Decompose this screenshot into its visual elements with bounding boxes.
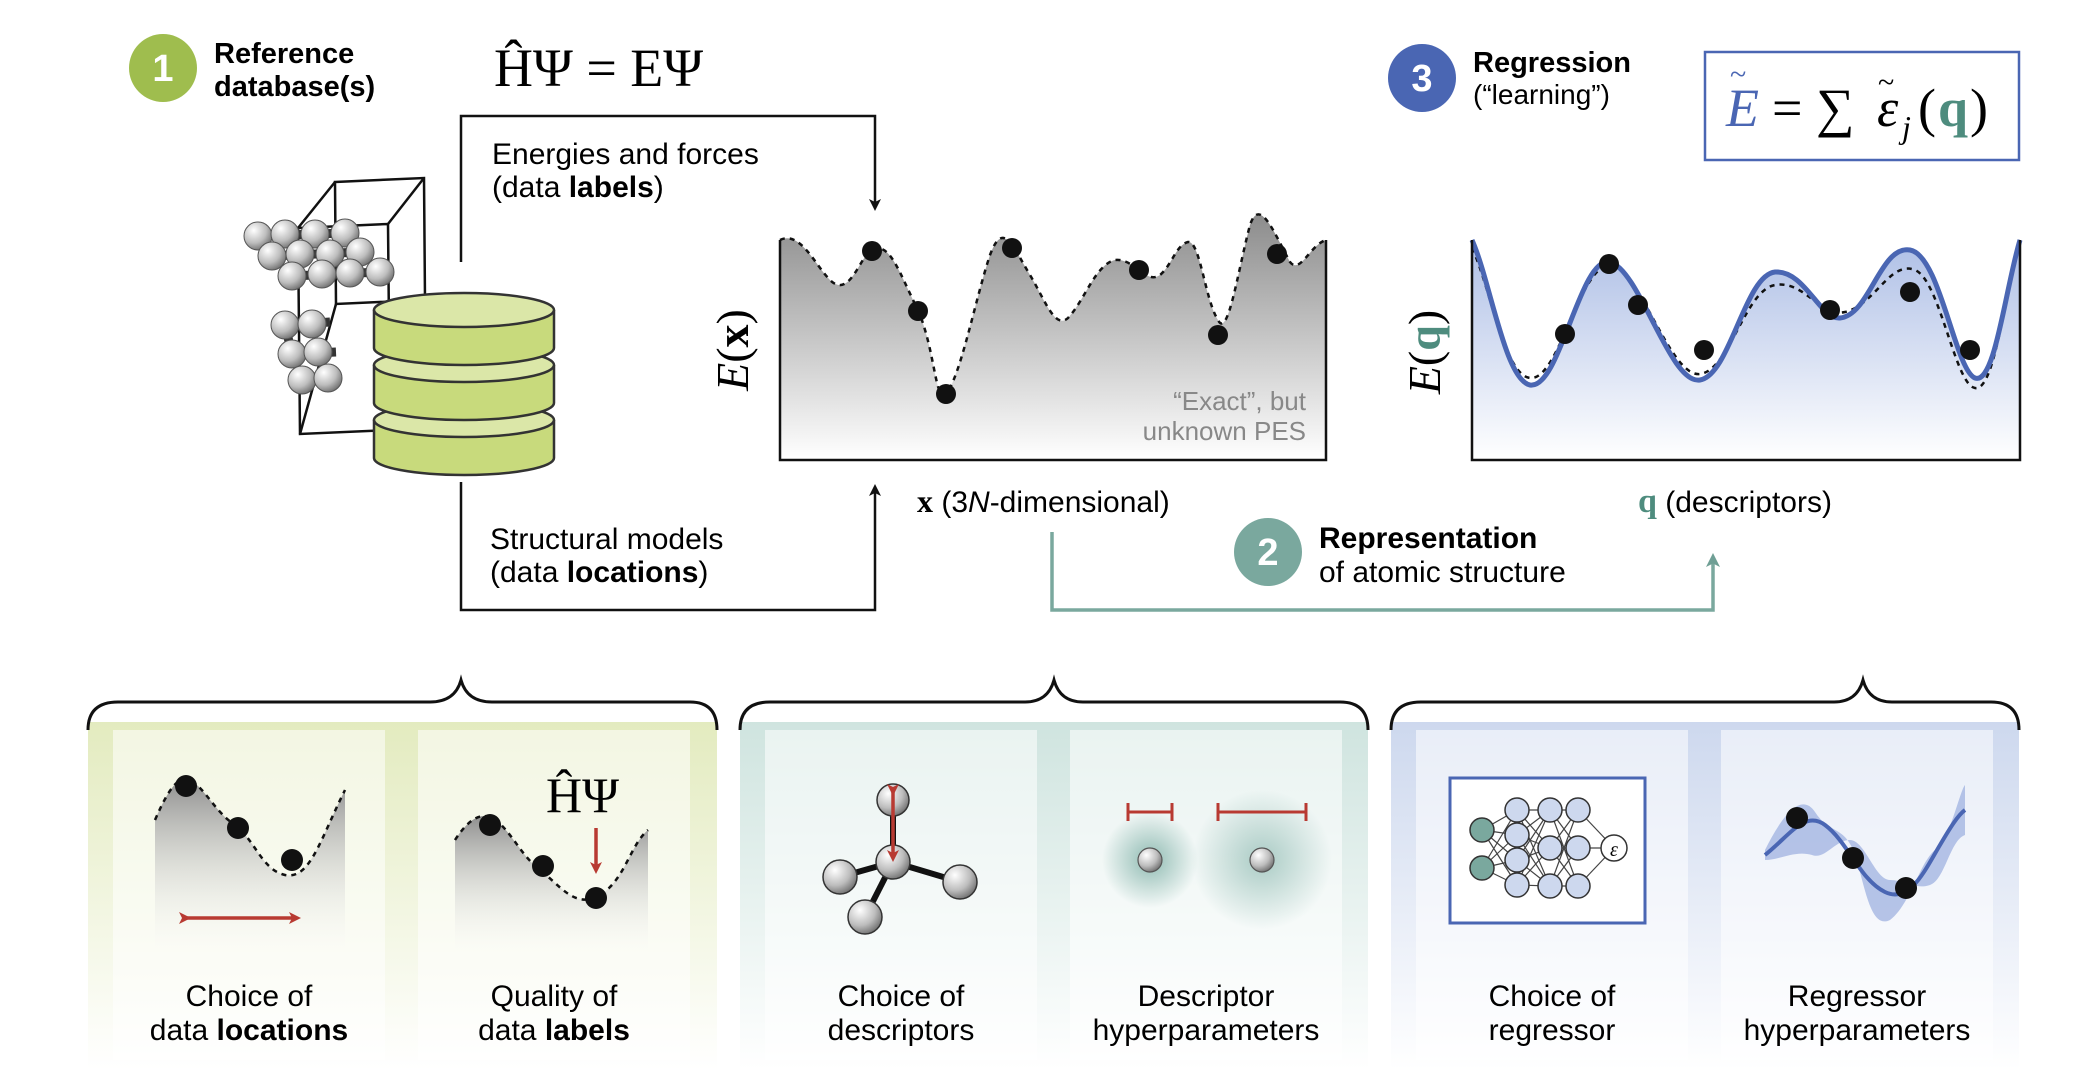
- step2-title: Representation: [1319, 522, 1537, 555]
- panel-captions: Choice of data locations Quality of data…: [150, 980, 1971, 1047]
- svg-text:E: E: [1725, 78, 1759, 138]
- representation-connector-arrow: [1050, 532, 1720, 612]
- locations-text-line1: Structural models: [490, 523, 723, 556]
- panel3-caption-line2: descriptors: [828, 1014, 975, 1047]
- panel-choice-descriptors: [822, 783, 978, 935]
- panel5-caption-line2: regressor: [1489, 1014, 1616, 1047]
- svg-text:~: ~: [1878, 66, 1894, 99]
- panel1-caption-line1: Choice of: [186, 980, 313, 1013]
- svg-text:j: j: [1898, 109, 1911, 145]
- fit-data-point: [1960, 340, 1980, 360]
- pes-data-point: [1002, 238, 1022, 258]
- step2-number: 2: [1257, 532, 1278, 574]
- panel-choice-regressor: ε: [1448, 776, 1647, 925]
- exact-curve: [1470, 239, 2022, 390]
- pes-note-line1: “Exact”, but: [1173, 386, 1307, 416]
- labels-text-line2: (data labels): [492, 171, 664, 204]
- step3-subtitle: (“learning”): [1473, 79, 1610, 110]
- locations-text-line2: (data locations): [490, 556, 708, 589]
- fit-y-axis-label: E(q): [1399, 310, 1450, 395]
- schrodinger-equation: ĤΨ = EΨ: [494, 38, 703, 98]
- pes-x-axis-label: x (3N-dimensional): [917, 483, 1170, 519]
- panel4-caption-line1: Descriptor: [1138, 980, 1275, 1013]
- panel2-caption-line1: Quality of: [491, 980, 618, 1013]
- labels-connector-arrow: [459, 114, 881, 262]
- panel3-caption-line1: Choice of: [838, 980, 965, 1013]
- svg-text:~: ~: [1730, 58, 1746, 91]
- fit-data-point: [1694, 340, 1714, 360]
- panel6-caption-line1: Regressor: [1788, 980, 1926, 1013]
- pes-data-point: [1208, 325, 1228, 345]
- step1-number: 1: [152, 48, 173, 90]
- pes-note-line2: unknown PES: [1143, 416, 1306, 446]
- step1-badge: [129, 34, 197, 102]
- labels-text-line1: Energies and forces: [492, 138, 759, 171]
- step3-title: Regression: [1473, 47, 1631, 79]
- svg-text:(: (: [1918, 78, 1936, 138]
- fit-data-point: [1599, 254, 1619, 274]
- svg-text:ε: ε: [1877, 78, 1899, 138]
- pes-plot: “Exact”, but unknown PES E(x) x (3N-dime…: [707, 213, 1328, 519]
- svg-text:q: q: [1938, 78, 1968, 138]
- fit-x-axis-label: q (descriptors): [1638, 483, 1832, 520]
- group-representation-band: [738, 674, 1370, 1070]
- panel-data-labels: ĤΨ: [453, 767, 649, 960]
- regression-formula: E ~ = ∑ ε ~ j ( q ): [1725, 58, 1988, 145]
- pes-axes: [778, 240, 1328, 462]
- step1-title-line2: database(s): [214, 71, 375, 103]
- svg-text:): ): [1970, 78, 1988, 138]
- pes-data-point: [908, 301, 928, 321]
- step1-title-line1: Reference: [214, 38, 354, 70]
- pes-data-point: [1267, 244, 1287, 264]
- fit-fill: [1472, 240, 2020, 460]
- panel-labels-equation: ĤΨ: [546, 767, 619, 823]
- database-icon: [372, 291, 556, 477]
- fit-curve: [1469, 238, 2023, 388]
- crystal-structure-icon: [243, 176, 427, 436]
- panel-descriptor-hyperparameters: [1102, 790, 1332, 930]
- step3-number: 3: [1411, 58, 1432, 100]
- step3-badge: [1388, 44, 1456, 112]
- pes-fill: [780, 214, 1326, 460]
- locations-connector-arrow: [459, 482, 881, 612]
- fit-data-point: [1900, 282, 1920, 302]
- panel-data-locations: [153, 775, 347, 960]
- panel4-caption-line2: hyperparameters: [1093, 1014, 1320, 1047]
- regression-formula-box: [1703, 50, 2021, 162]
- step2-subtitle: of atomic structure: [1319, 556, 1566, 589]
- fit-data-point: [1820, 300, 1840, 320]
- panel-regressor-hyperparameters: [1763, 785, 1967, 922]
- fit-axes: [1470, 240, 2022, 462]
- panel1-caption-line2: data locations: [150, 1014, 348, 1047]
- fit-plot: E(q) q (descriptors): [1399, 238, 2023, 520]
- step2-badge: [1234, 518, 1302, 586]
- pes-data-point: [936, 384, 956, 404]
- svg-text:= ∑: = ∑: [1772, 78, 1854, 138]
- fit-data-point: [1555, 324, 1575, 344]
- pes-data-point: [862, 241, 882, 261]
- pes-data-point: [1129, 260, 1149, 280]
- network-output-label: ε: [1610, 839, 1618, 861]
- fit-data-point: [1628, 295, 1648, 315]
- panel2-caption-line2: data labels: [478, 1014, 630, 1047]
- panel5-caption-line1: Choice of: [1489, 980, 1616, 1013]
- pes-y-axis-label: E(x): [707, 309, 758, 392]
- panel6-caption-line2: hyperparameters: [1744, 1014, 1971, 1047]
